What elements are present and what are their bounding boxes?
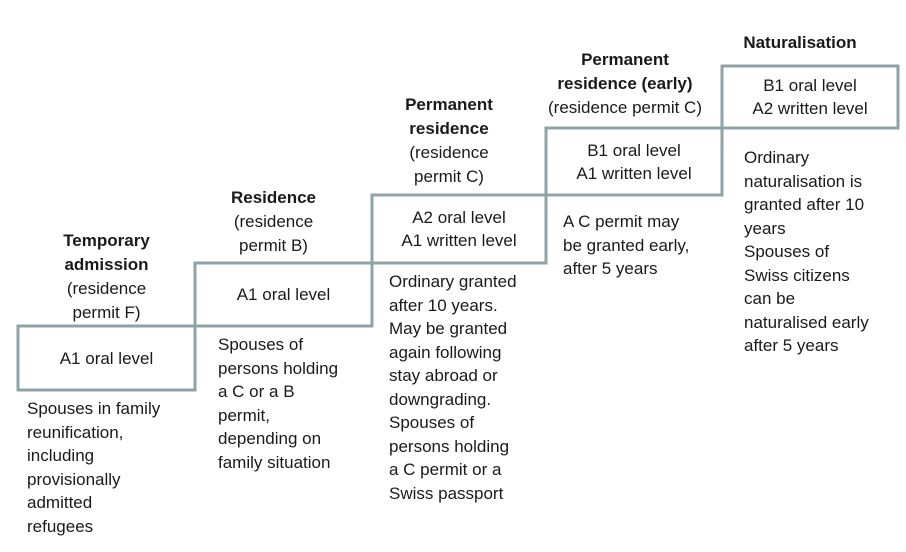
step-level-box-1: A1 oral level xyxy=(18,326,195,390)
description-line: Ordinary granted xyxy=(389,272,517,291)
step-description-3: Ordinary granted after 10 years. May be … xyxy=(389,270,549,505)
description-line: refugees xyxy=(27,516,94,536)
language-level: B1 oral level xyxy=(587,140,681,160)
step-title-line: Residence xyxy=(230,188,317,207)
description-line: Spouses of xyxy=(389,413,475,432)
step-level-box-2: A1 oral level xyxy=(195,263,372,326)
description-line: Spouses of xyxy=(218,335,304,354)
step-title-line: Naturalisation xyxy=(743,33,857,52)
description-line: provisionally xyxy=(27,469,121,489)
description-line: after 5 years xyxy=(744,336,839,355)
step-subtitle-line: (residence xyxy=(409,143,489,162)
description-line: after 5 years xyxy=(563,259,658,278)
step-subtitle-line: permit F) xyxy=(72,303,141,322)
description-line: granted after 10 xyxy=(744,195,865,214)
description-line: family situation xyxy=(218,452,331,472)
step-box-outline-2 xyxy=(193,261,374,328)
step-description-1: Spouses in family reunification, includi… xyxy=(27,397,197,538)
description-line: be granted early, xyxy=(563,235,690,255)
description-line: Spouses in family xyxy=(27,399,161,418)
step-description-5: Ordinary naturalisation is granted after… xyxy=(744,146,902,358)
step-heading-permanent-residence-early: Permanent residence (early) (residence p… xyxy=(530,48,720,120)
step-description-2: Spouses of persons holding a C or a B pe… xyxy=(218,333,378,474)
description-line: persons holding xyxy=(218,358,339,378)
description-line: admitted xyxy=(27,493,93,512)
description-line: Swiss passport xyxy=(389,483,504,503)
step-heading-naturalisation: Naturalisation xyxy=(712,31,888,55)
description-line: A C permit may xyxy=(563,212,680,231)
description-line: persons holding xyxy=(389,436,510,456)
step-level-box-4: B1 oral level A1 written level xyxy=(546,128,722,195)
description-line: again following xyxy=(389,342,502,362)
description-line: naturalised early xyxy=(744,312,869,332)
step-level-box-5: B1 oral level A2 written level xyxy=(722,66,898,128)
description-line: downgrading. xyxy=(389,389,492,409)
description-line: Swiss citizens xyxy=(744,265,850,285)
step-title-line: admission xyxy=(64,255,149,274)
step-box-outline-4 xyxy=(544,126,724,197)
step-heading-temporary-admission: Temporary admission (residence permit F) xyxy=(18,229,195,325)
step-box-outline-5 xyxy=(720,64,900,130)
step-title-line: residence xyxy=(409,119,489,138)
description-line: stay abroad or xyxy=(389,366,498,385)
description-line: depending on xyxy=(218,429,322,448)
description-line: Spouses of xyxy=(744,242,830,261)
description-line: a C permit or a xyxy=(389,460,502,479)
step-heading-residence: Residence (residence permit B) xyxy=(185,186,362,258)
description-line: years xyxy=(744,218,786,238)
step-title-line: residence (early) xyxy=(557,74,693,93)
step-box-outline-3 xyxy=(370,193,548,265)
language-level: B1 oral level xyxy=(763,76,857,95)
step-title-line: Permanent xyxy=(405,95,493,114)
description-line: Ordinary xyxy=(744,148,810,167)
step-subtitle-line: permit C) xyxy=(414,167,484,186)
step-subtitle-line: permit B) xyxy=(239,236,308,255)
description-line: including xyxy=(27,446,95,465)
language-level: A1 oral level xyxy=(236,285,331,304)
description-line: a C or a B xyxy=(218,382,295,401)
step-subtitle-line: (residence xyxy=(233,212,314,231)
description-line: reunification, xyxy=(27,422,124,442)
language-level: A2 written level xyxy=(752,99,868,118)
language-level: A1 written level xyxy=(576,163,692,183)
step-box-outline-1 xyxy=(16,324,197,392)
step-subtitle-line: (residence xyxy=(66,279,147,298)
description-line: naturalisation is xyxy=(744,171,863,191)
step-title-line: Permanent xyxy=(581,50,669,69)
step-level-box-3: A2 oral level A1 written level xyxy=(372,195,546,263)
step-subtitle-line: (residence permit C) xyxy=(548,98,702,117)
description-line: can be xyxy=(744,289,796,308)
description-line: May be granted xyxy=(389,319,508,338)
language-level: A1 oral level xyxy=(59,348,154,368)
step-description-4: A C permit may be granted early, after 5… xyxy=(563,210,723,281)
description-line: permit, xyxy=(218,405,270,425)
step-title-line: Temporary xyxy=(63,231,150,250)
language-level: A2 oral level xyxy=(412,208,506,227)
step-heading-permanent-residence: Permanent residence (residence permit C) xyxy=(362,93,536,189)
language-level: A1 written level xyxy=(401,231,517,250)
description-line: after 10 years. xyxy=(389,295,498,315)
